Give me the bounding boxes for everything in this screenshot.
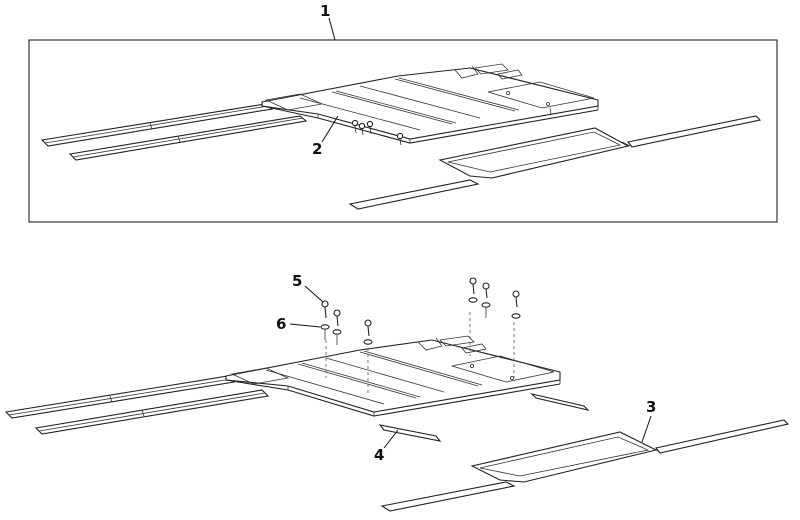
exploded-left-rails bbox=[4, 375, 270, 435]
screw bbox=[482, 282, 490, 299]
callout-2: 2 bbox=[312, 115, 339, 158]
callout-4: 4 bbox=[374, 429, 399, 464]
screws-5 bbox=[321, 277, 520, 337]
exploded-view: 3 4 5 6 bbox=[4, 272, 790, 512]
callout-6-label: 6 bbox=[276, 315, 286, 333]
callout-1: 1 bbox=[320, 2, 336, 41]
screw bbox=[469, 277, 477, 295]
callout-5: 5 bbox=[292, 272, 324, 303]
callout-3: 3 bbox=[641, 398, 656, 443]
callout-5-label: 5 bbox=[292, 272, 302, 290]
washers-6 bbox=[320, 297, 521, 345]
callout-6: 6 bbox=[276, 315, 321, 333]
callout-1-label: 1 bbox=[320, 2, 330, 20]
exploded-u-frame bbox=[380, 419, 790, 512]
assembly-u-frame bbox=[348, 115, 762, 210]
screw bbox=[333, 309, 341, 327]
callout-3-label: 3 bbox=[646, 398, 656, 416]
assembly-deck-plate bbox=[261, 63, 599, 144]
assembly-view-1: 1 2 bbox=[28, 2, 778, 223]
exploded-deck-plate bbox=[225, 312, 561, 417]
screw bbox=[364, 319, 372, 337]
assembly-left-rails bbox=[40, 103, 308, 161]
assembly-frame bbox=[28, 39, 778, 223]
callout-4-label: 4 bbox=[374, 446, 384, 464]
screw bbox=[512, 290, 520, 308]
screw bbox=[321, 300, 329, 319]
assembly-fasteners-2 bbox=[351, 107, 552, 146]
brackets-4 bbox=[378, 393, 590, 442]
callout-2-label: 2 bbox=[312, 140, 322, 158]
